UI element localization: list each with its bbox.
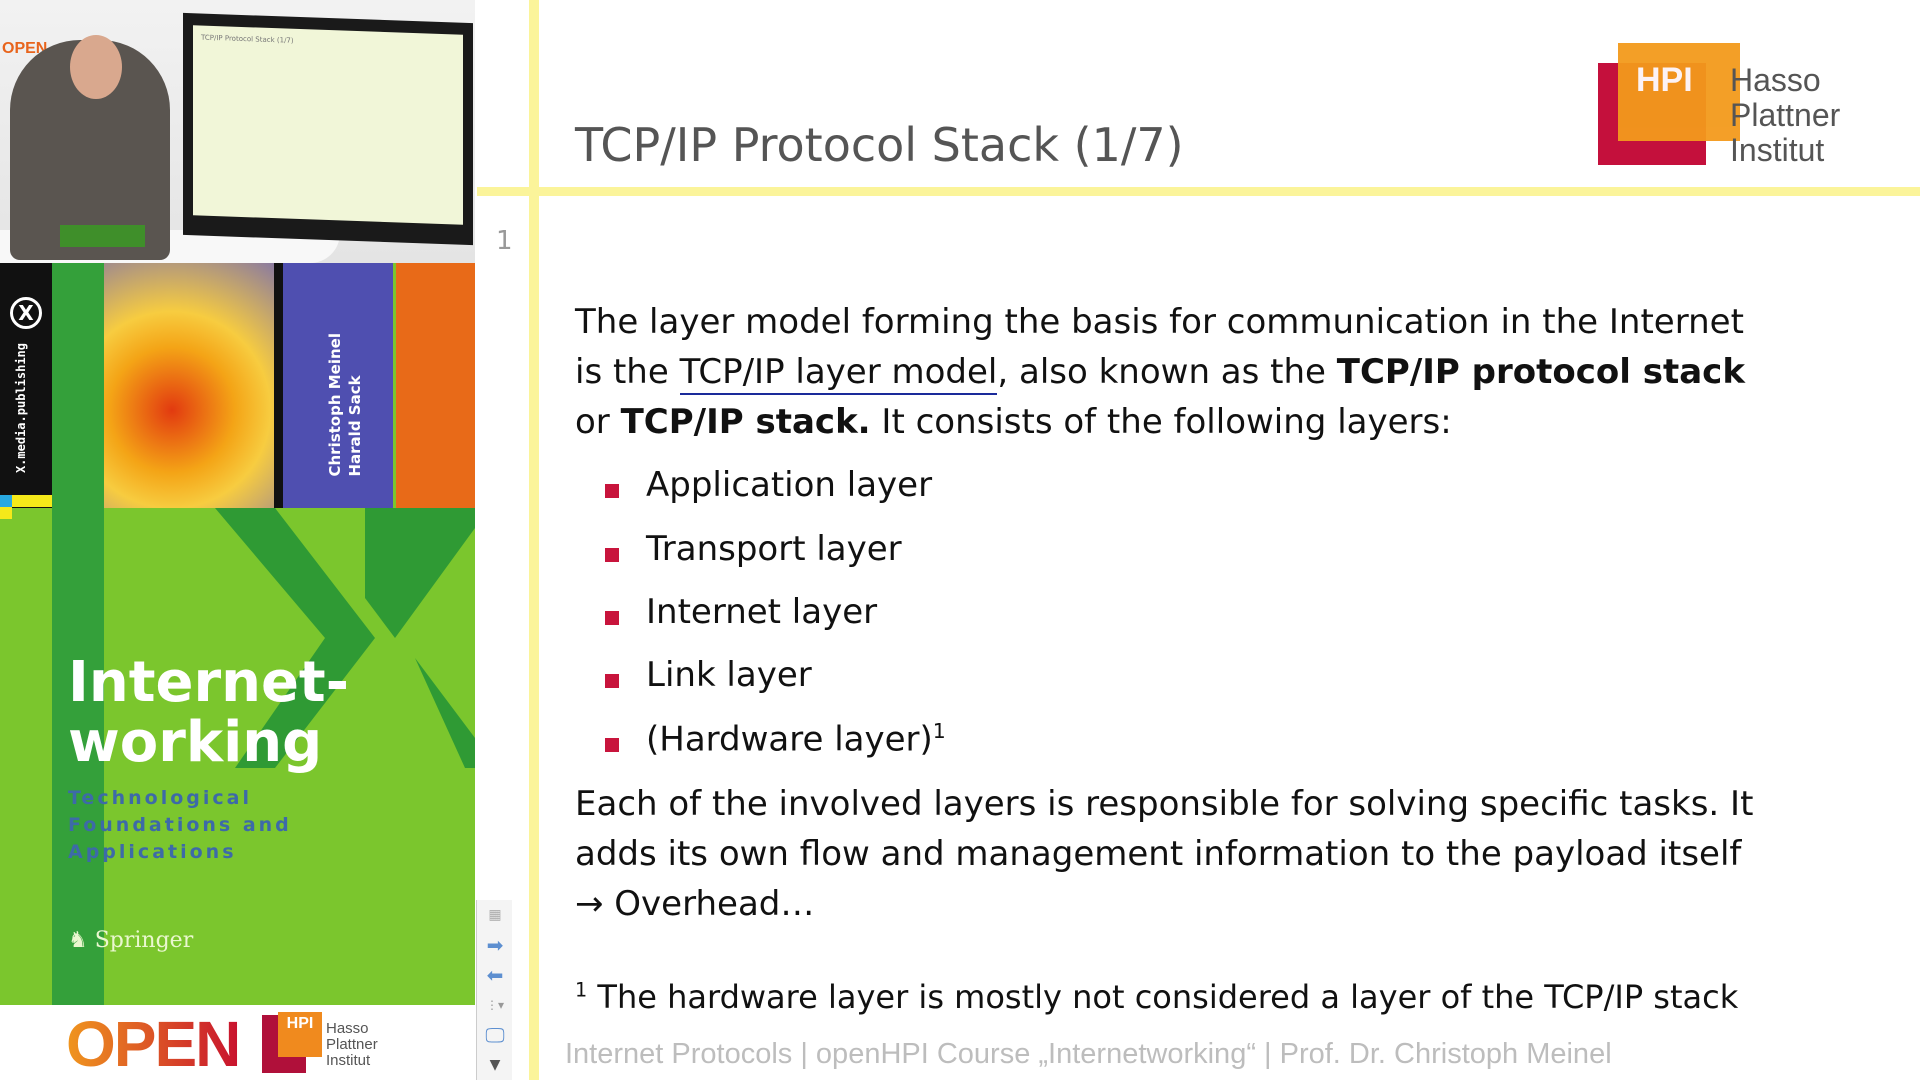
bullet-item: Link layer	[646, 655, 812, 695]
text: The hardware layer is mostly not conside…	[587, 978, 1739, 1016]
cover-divider	[274, 263, 283, 508]
publisher-name: Springer	[94, 928, 194, 953]
hasso-line: Institut	[1730, 132, 1825, 168]
hasso-line: Institut	[326, 1052, 371, 1069]
cover-orange-band	[396, 263, 475, 508]
author: Christoph Meinel	[326, 333, 344, 477]
text: It consists of the following layers:	[870, 402, 1452, 442]
hasso-line: Plattner	[326, 1036, 378, 1053]
footnote-mark: 1	[932, 719, 946, 743]
para-line-2: adds its own flow and management informa…	[575, 834, 1742, 874]
springer-logo: ♞ Springer	[68, 928, 194, 953]
subtitle-line: Applications	[68, 841, 237, 863]
hasso-line: Plattner	[1730, 97, 1841, 133]
bold-term: TCP/IP protocol stack	[1336, 352, 1745, 392]
slide-title: TCP/IP Protocol Stack (1/7)	[575, 118, 1184, 172]
cover-author-band	[283, 263, 393, 508]
intro-line-1: The layer model forming the basis for co…	[575, 302, 1744, 342]
para-line-1: Each of the involved layers is responsib…	[575, 784, 1754, 824]
lecturer-video[interactable]: OPEN TCP/IP Protocol Stack (1/7)	[0, 0, 475, 263]
grid-icon[interactable]: ▦	[488, 907, 502, 923]
hpi-mark: HPI	[278, 1012, 322, 1057]
subtitle-line: Foundations and	[68, 814, 292, 836]
monitor-screen: TCP/IP Protocol Stack (1/7)	[193, 25, 463, 225]
text: , also known as the	[997, 352, 1337, 392]
text: is the	[575, 352, 680, 392]
cover-stripe	[52, 263, 104, 1005]
author: Harald Sack	[346, 375, 364, 477]
bold-term: TCP/IP stack.	[620, 402, 871, 442]
book-title: Internet-working	[68, 653, 349, 773]
hpi-orange-block: HPI	[1618, 43, 1740, 141]
text: (Hardware layer)	[646, 719, 933, 760]
intro-line-3: or TCP/IP stack. It consists of the foll…	[575, 402, 1452, 442]
series-name: X.media.publishing	[14, 343, 28, 474]
hasso-line: Hasso	[1730, 62, 1821, 98]
open-wordmark: OPEN	[66, 1008, 241, 1080]
underlined-term: TCP/IP layer model	[679, 352, 998, 395]
slide-footer: Internet Protocols | openHPI Course „Int…	[565, 1038, 1612, 1070]
pen-icon[interactable]: ⋮▾	[485, 998, 505, 1012]
color-square	[12, 495, 52, 507]
bullet-icon	[605, 738, 619, 752]
next-arrow-icon[interactable]: ➡	[486, 933, 504, 957]
bullet-icon	[605, 674, 619, 688]
monitor: TCP/IP Protocol Stack (1/7)	[183, 12, 473, 246]
title-line: working	[68, 710, 323, 775]
x-logo-icon: X	[10, 297, 42, 329]
hasso-line: Hasso	[326, 1020, 369, 1037]
intro-line-2: is the TCP/IP layer model, also known as…	[575, 352, 1745, 395]
hpi-mark: HPI	[1636, 61, 1693, 99]
yellow-vertical-rule	[529, 0, 539, 1080]
color-square	[0, 507, 12, 519]
book-on-desk	[60, 225, 145, 247]
bullet-item: Transport layer	[646, 529, 902, 569]
previous-arrow-icon[interactable]: ⬅	[486, 963, 504, 987]
screen-icon[interactable]: 🖵	[485, 1023, 505, 1047]
bullet-icon	[605, 548, 619, 562]
bullet-item: Internet layer	[646, 592, 878, 632]
yellow-horizontal-rule	[477, 187, 1920, 196]
footnote-mark: 1	[575, 978, 588, 1002]
bullet-icon	[605, 484, 619, 498]
footnote: 1 The hardware layer is mostly not consi…	[575, 978, 1738, 1016]
text: or	[575, 402, 621, 442]
bullet-icon	[605, 611, 619, 625]
para-line-3: → Overhead…	[575, 884, 815, 924]
color-square	[0, 495, 12, 507]
slide-number: 1	[496, 226, 513, 256]
x-graphic	[215, 508, 475, 768]
bullet-item: (Hardware layer)1	[646, 719, 946, 759]
left-panel: OPEN TCP/IP Protocol Stack (1/7) X X.med…	[0, 0, 475, 1080]
subtitle-line: Technological	[68, 787, 252, 809]
scroll-down-icon[interactable]: ▼	[489, 1057, 501, 1073]
lecturer-head	[70, 35, 122, 99]
title-line: Internet-	[68, 650, 349, 715]
video-open-logo: OPEN	[2, 40, 48, 57]
slide-toolbar: ▦ ➡ ⬅ ⋮▾ 🖵 ▼	[476, 900, 512, 1080]
bullet-item: Application layer	[646, 465, 933, 505]
cover-image	[104, 263, 274, 508]
